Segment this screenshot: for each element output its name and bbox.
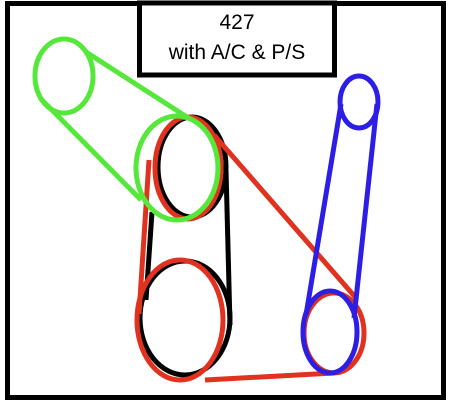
- ac-compressor-pulley: [32, 36, 96, 116]
- alternator-belt-left-run: [136, 159, 152, 315]
- crank-pulley-red-rim: [134, 257, 226, 383]
- alternator-belt-diagonal-run: [212, 133, 358, 300]
- ps-drive-pulley: [300, 288, 360, 376]
- ac-drive-pulley: [133, 113, 221, 223]
- title-line-1: 427: [219, 11, 254, 34]
- ps-belt-left-run: [303, 103, 344, 316]
- title-box-border: [137, 0, 337, 78]
- alternator-belt-bottom-run: [204, 370, 335, 383]
- title-line-2: with A/C & P/S: [168, 41, 306, 64]
- ps-pump-pulley: [337, 73, 381, 131]
- ac-belt: [32, 36, 221, 223]
- alternator-belt: [134, 114, 367, 383]
- ps-belt-right-run: [351, 103, 380, 319]
- water-pump-belt-right-run: [223, 169, 233, 326]
- power-steering-belt: [300, 73, 381, 376]
- title-box: 427 with A/C & P/S: [137, 0, 337, 78]
- ac-belt-lower-run: [38, 96, 143, 202]
- ac-belt-upper-run: [84, 49, 192, 122]
